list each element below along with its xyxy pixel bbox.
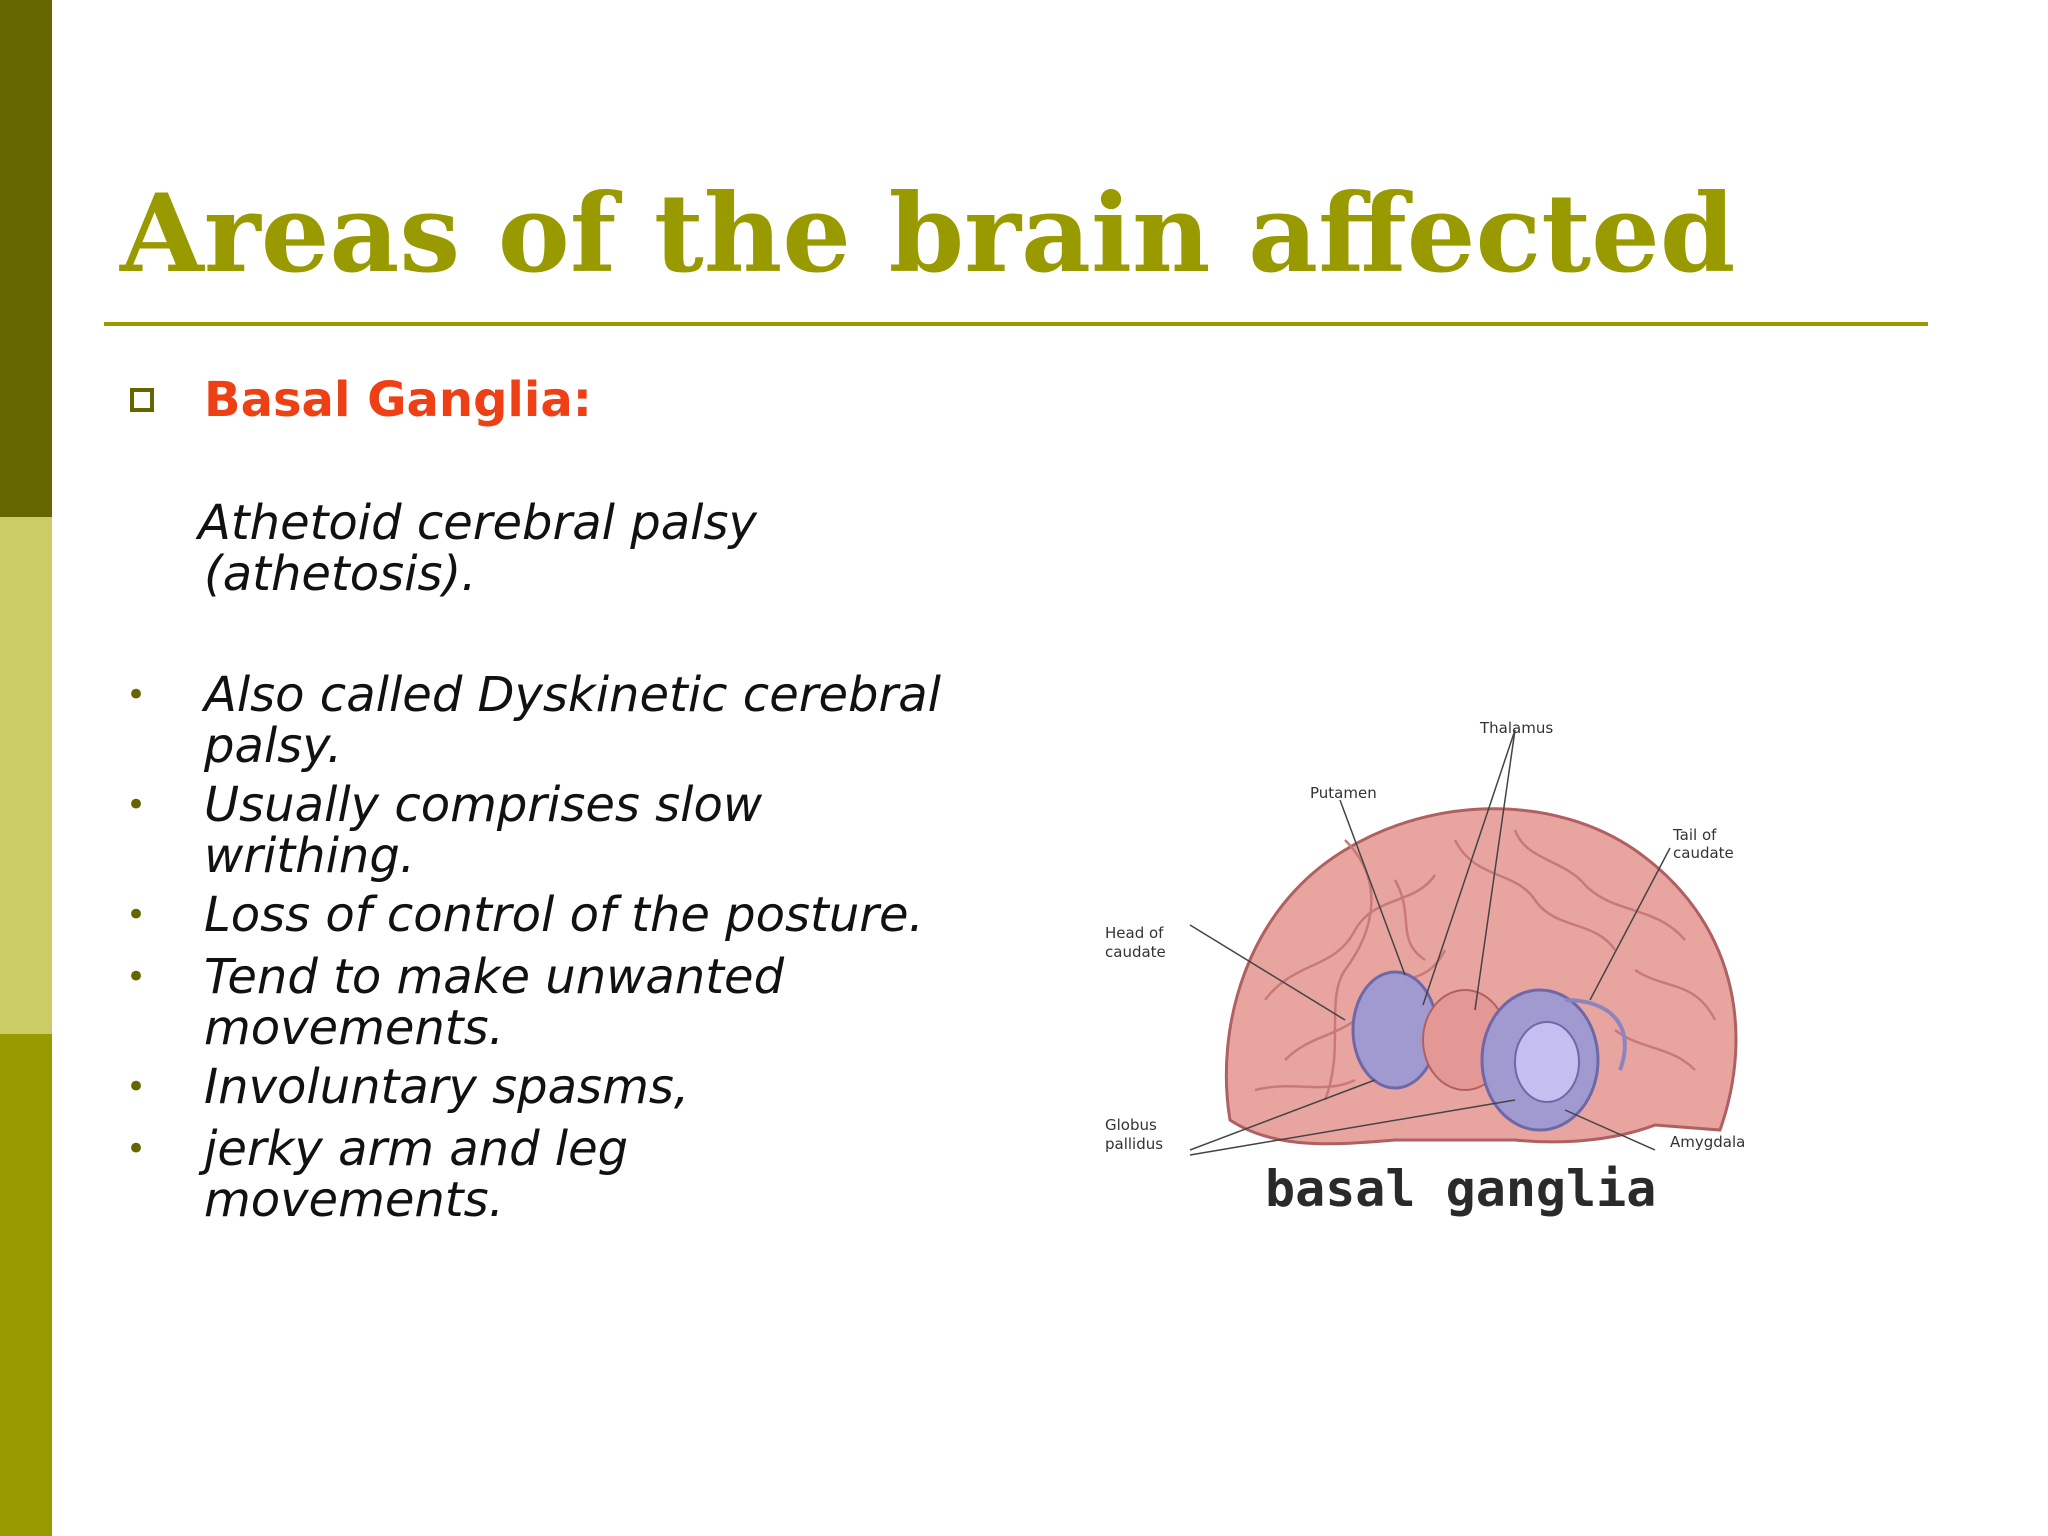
intro-line: Athetoid cerebral palsy	[198, 495, 757, 551]
label-tail-of-caudate-1: Tail of	[1672, 826, 1717, 844]
intro-line: (athetosis).	[204, 546, 477, 602]
bullet-text: Loss of control of the posture.	[204, 887, 924, 943]
label-globus-pallidus-1: Globus	[1105, 1116, 1157, 1134]
bullet-text: Also called Dyskinetic cerebral palsy.	[204, 667, 941, 774]
label-head-of-caudate-2: caudate	[1105, 943, 1166, 961]
side-bar-bottom	[0, 1034, 52, 1536]
brain-outline	[1224, 807, 1738, 1146]
bullet-item: • Usually comprises slow writhing.	[126, 780, 1026, 882]
bullet-dot-icon: •	[126, 895, 147, 935]
label-globus-pallidus-2: pallidus	[1105, 1135, 1163, 1153]
label-thalamus: Thalamus	[1479, 719, 1553, 737]
brain-diagram: Thalamus Putamen Tail of caudate Head of…	[1105, 719, 1745, 1156]
bullet-dot-icon: •	[126, 1067, 147, 1107]
heading-label: Basal Ganglia:	[204, 372, 592, 428]
bullet-item: • Loss of control of the posture.	[126, 890, 1026, 941]
label-putamen: Putamen	[1310, 784, 1377, 802]
bullet-text: Usually comprises slow writhing.	[204, 777, 763, 884]
label-amygdala: Amygdala	[1670, 1133, 1745, 1151]
bullet-dot-icon: •	[126, 675, 147, 715]
caudate-tail-shape	[1564, 998, 1627, 1071]
basal-ganglia-illustration: Thalamus Putamen Tail of caudate Head of…	[1095, 700, 1795, 1240]
bullet-dot-icon: •	[126, 957, 147, 997]
bullet-text: jerky arm and leg movements.	[204, 1121, 629, 1228]
bullet-text: Involuntary spasms,	[204, 1059, 690, 1115]
side-bar-top	[0, 0, 52, 517]
bullet-item: • jerky arm and leg movements.	[126, 1124, 1026, 1226]
section-heading: Basal Ganglia:	[130, 372, 592, 428]
label-head-of-caudate-1: Head of	[1105, 924, 1164, 942]
bullet-item: • Also called Dyskinetic cerebral palsy.	[126, 670, 1026, 772]
bullet-text: Tend to make unwanted movements.	[204, 949, 785, 1056]
bullet-dot-icon: •	[126, 785, 147, 825]
intro-text: Athetoid cerebral palsy (athetosis).	[198, 498, 1078, 600]
label-tail-of-caudate-2: caudate	[1673, 844, 1734, 862]
bullet-dot-icon: •	[126, 1129, 147, 1169]
figure-caption: basal ganglia	[1265, 1160, 1657, 1218]
bullet-item: • Involuntary spasms,	[126, 1062, 1026, 1113]
bullet-item: • Tend to make unwanted movements.	[126, 952, 1026, 1054]
square-bullet-icon	[130, 388, 154, 412]
slide-title: Areas of the brain affected	[120, 171, 1736, 297]
title-underline	[104, 322, 1928, 326]
side-bar-middle	[0, 517, 52, 1034]
